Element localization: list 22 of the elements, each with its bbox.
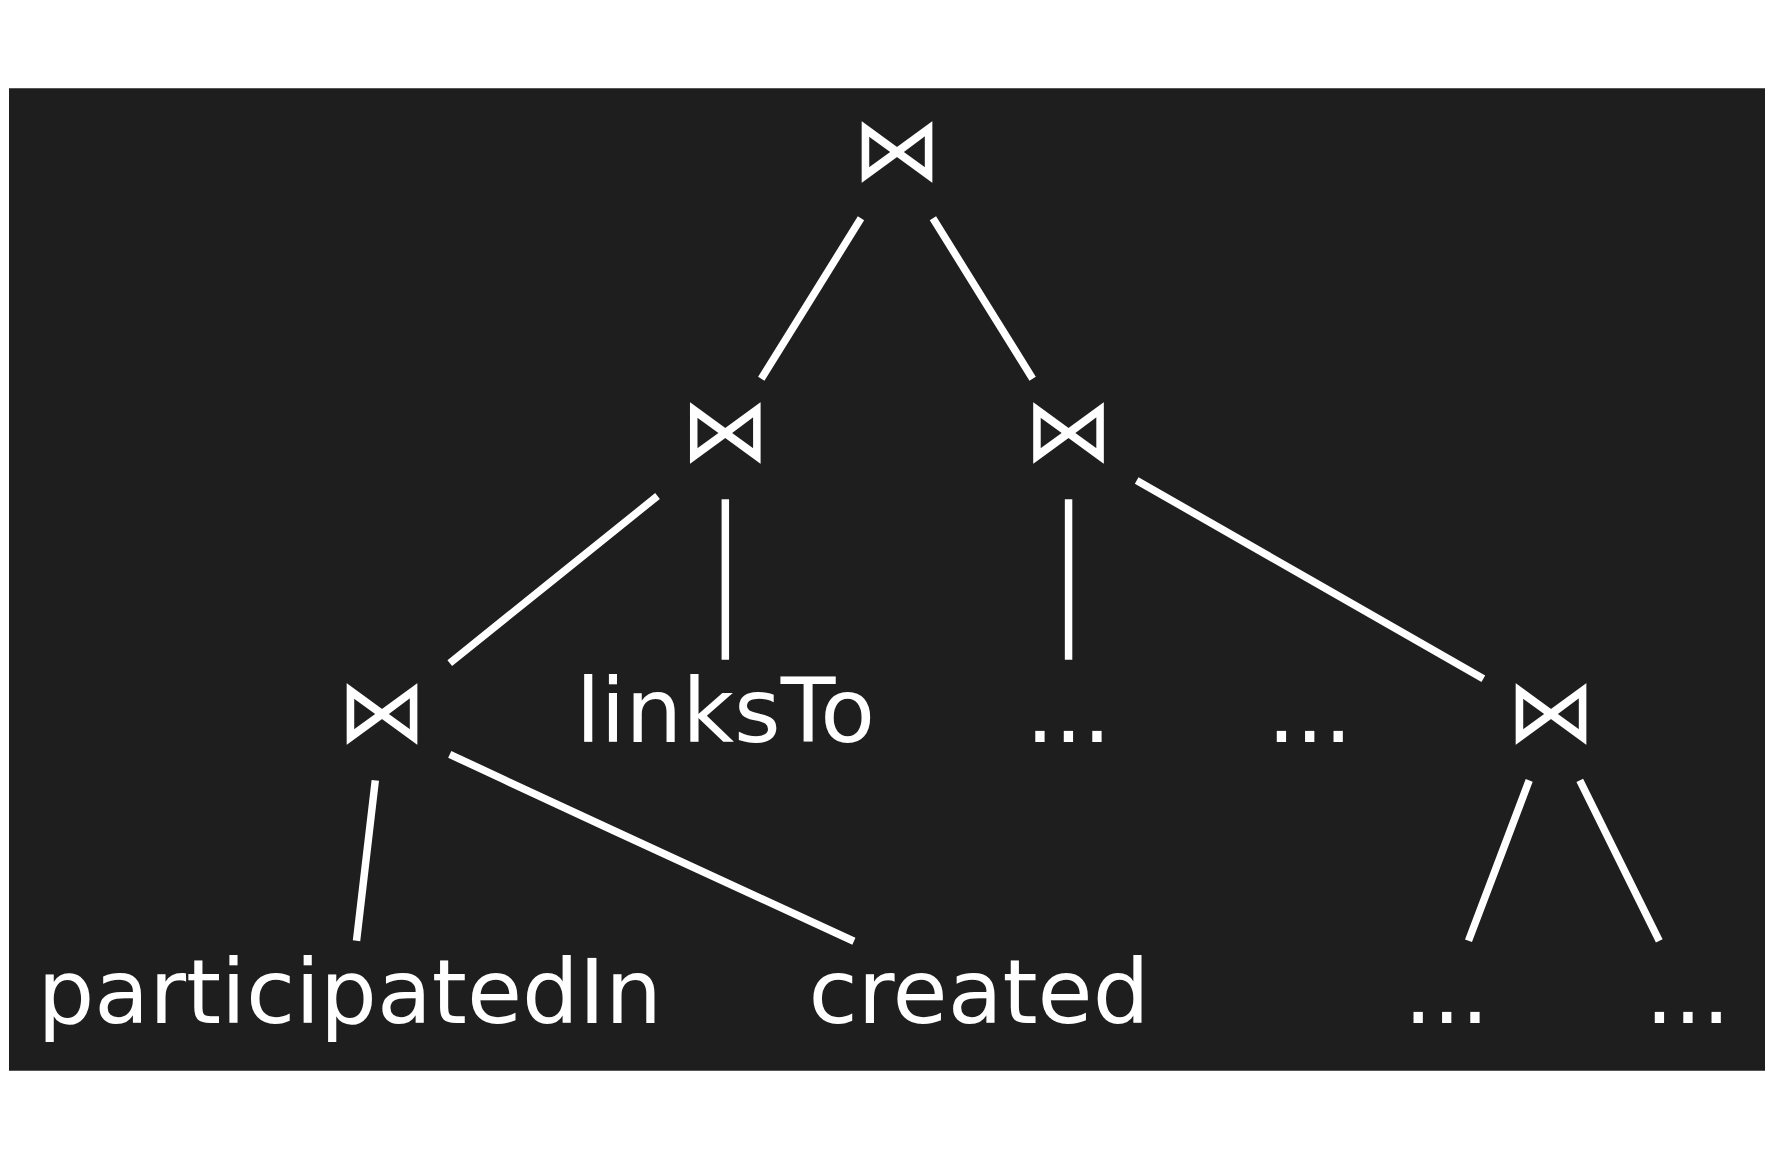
connector <box>929 215 1036 381</box>
node-text: created <box>808 939 1150 1044</box>
connector <box>1064 498 1072 660</box>
node-text: ... <box>1025 658 1111 763</box>
connector <box>1134 476 1485 682</box>
node-text: ⋈ <box>851 96 942 201</box>
node-text: ... <box>1644 939 1731 1044</box>
node-text: linksTo <box>575 658 875 763</box>
node-text: ... <box>1403 939 1489 1044</box>
node-text: ⋈ <box>1505 658 1596 763</box>
connector <box>446 492 660 666</box>
node-text: ⋈ <box>1023 377 1113 482</box>
connector <box>1464 778 1533 942</box>
label: ... <box>1266 658 1353 763</box>
node-text: participatedIn <box>37 939 662 1044</box>
connector <box>447 750 855 945</box>
connector <box>352 779 379 941</box>
node-text: ⋈ <box>680 377 770 482</box>
connector <box>757 215 864 381</box>
node-text: ⋈ <box>336 658 427 763</box>
connector <box>721 498 729 660</box>
connector <box>1575 778 1663 942</box>
